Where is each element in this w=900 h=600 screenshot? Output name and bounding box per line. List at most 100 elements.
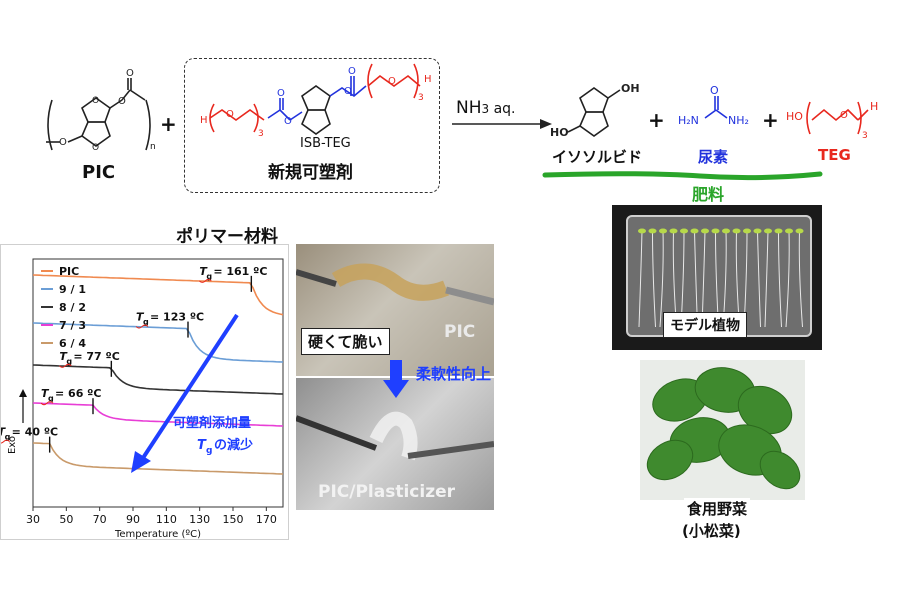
dsc-curve — [32, 274, 284, 316]
seedling-leaf — [722, 228, 730, 234]
svg-text:H: H — [200, 115, 208, 126]
svg-text:H: H — [424, 74, 432, 85]
seedling-leaf — [648, 228, 657, 234]
tg-underline — [40, 401, 54, 406]
root-line — [778, 230, 782, 328]
svg-text:O: O — [59, 137, 67, 148]
urea-nh2: NH₂ — [728, 114, 749, 127]
reagent-suffix: aq. — [489, 101, 516, 117]
svg-text:O: O — [126, 68, 134, 79]
annotation-arrow-shaft — [139, 313, 239, 463]
annotation-line1: 可塑剤添加量 — [173, 415, 251, 431]
x-tick-label: 150 — [223, 513, 244, 526]
seedling-leaf — [764, 228, 772, 234]
tg-value-label: = 123 ºC — [150, 311, 204, 324]
plasticizer-film-drawing — [296, 411, 494, 461]
x-tick-label: 30 — [26, 513, 40, 526]
tg-value-label: = 66 ºC — [55, 387, 101, 400]
pic-film-drawing — [296, 263, 494, 306]
plasticizer-caption: 新規可塑剤 — [268, 163, 353, 183]
dsc-curve — [32, 322, 284, 363]
svg-text:O: O — [118, 96, 126, 107]
svg-text:O: O — [348, 66, 356, 77]
y-axis-label: Exo — [7, 436, 18, 454]
vegetable-label-1: 食用野菜 — [684, 498, 751, 519]
svg-text:3: 3 — [418, 93, 424, 103]
seedling-leaf — [732, 228, 741, 234]
svg-text:O: O — [277, 88, 285, 99]
seedling-leaf — [701, 228, 709, 234]
model-plant-label: モデル植物 — [663, 312, 747, 338]
seedling-leaf — [638, 228, 646, 234]
svg-text:O: O — [840, 110, 848, 121]
dsc-curve — [32, 364, 284, 395]
svg-text:3: 3 — [258, 129, 264, 139]
tg-subscript: g — [143, 318, 149, 327]
product-isosorbide: イソソルビド — [552, 148, 643, 166]
dsc-curve — [32, 402, 284, 427]
isb-teg-structure — [209, 63, 421, 135]
root-line — [785, 230, 790, 328]
x-tick-label: 110 — [156, 513, 177, 526]
tg-symbol: T — [199, 265, 208, 278]
svg-text:OH: OH — [621, 82, 640, 95]
exo-arrow-head — [19, 389, 27, 397]
plus-2: + — [648, 108, 665, 132]
plasticizer-photo-label: PIC/Plasticizer — [318, 482, 456, 502]
tg-subscript: g — [48, 394, 54, 403]
svg-text:3: 3 — [862, 131, 868, 141]
tg-underline — [198, 278, 212, 283]
komatsuna-leaf — [759, 450, 801, 490]
flexibility-label: 柔軟性向上 — [416, 365, 492, 383]
legend-entry: PIC — [59, 265, 79, 278]
plus-1: + — [160, 112, 177, 136]
legend-entry: 7 / 3 — [59, 319, 86, 332]
tg-value-label: = 77 ºC — [73, 350, 119, 363]
seedling-leaf — [774, 228, 783, 234]
seedling-leaf — [659, 228, 667, 234]
tg-underline — [135, 324, 149, 329]
x-tick-label: 50 — [59, 513, 73, 526]
reagent-text: NH — [456, 98, 482, 118]
x-tick-label: 70 — [93, 513, 107, 526]
root-line — [798, 230, 803, 328]
plus-3: + — [762, 108, 779, 132]
annotation-tg-subscript: g — [206, 446, 212, 456]
tg-underline — [0, 439, 11, 444]
x-tick-label: 130 — [189, 513, 210, 526]
svg-text:O: O — [710, 84, 719, 97]
urea-h2n: H₂N — [678, 114, 699, 127]
teg-ho: HO — [786, 110, 803, 123]
tg-symbol: T — [1, 426, 7, 439]
tg-underline — [58, 363, 72, 368]
plasticizer-film-photo — [296, 378, 494, 510]
svg-text:O: O — [284, 116, 292, 127]
seedling-leaf — [795, 228, 804, 234]
svg-text:O: O — [92, 96, 99, 106]
tg-symbol: T — [41, 387, 50, 400]
seedling-leaf — [711, 228, 720, 234]
polymer-label: ポリマー材料 — [176, 227, 278, 247]
tg-subscript: g — [206, 272, 212, 281]
x-tick-label: 90 — [126, 513, 140, 526]
pic-structure — [46, 78, 151, 151]
svg-text:O: O — [344, 86, 352, 97]
fertilizer-underline — [542, 171, 823, 181]
isosorbide-structure — [567, 87, 621, 137]
seedling-leaf — [680, 228, 688, 234]
seedling-leaf — [785, 228, 793, 234]
down-arrow-blue — [383, 360, 409, 398]
teg-structure — [806, 101, 869, 135]
legend-entry: 6 / 4 — [59, 337, 86, 350]
root-line — [764, 230, 769, 328]
legend-entry: 9 / 1 — [59, 283, 86, 296]
plot-frame — [32, 258, 284, 508]
hard-brittle-label: 硬くて脆い — [301, 328, 390, 355]
plasticizer-box — [184, 58, 440, 193]
seedling-leaf — [669, 228, 678, 234]
vegetable-label-2: (小松菜) — [682, 522, 741, 540]
x-axis-label: Temperature (ºC) — [114, 529, 201, 539]
seedling-leaf — [690, 228, 699, 234]
tg-subscript: g — [66, 357, 72, 366]
